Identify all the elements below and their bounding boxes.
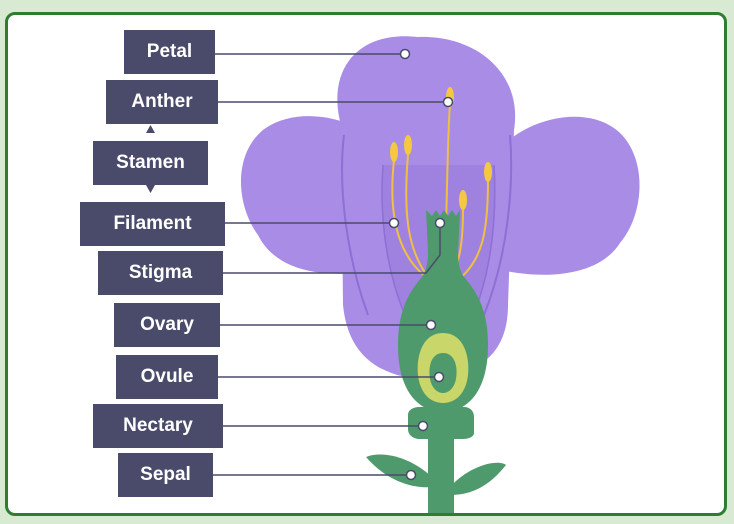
dot-ovule [435, 373, 444, 382]
dot-filament [390, 219, 399, 228]
label-ovule: Ovule [116, 355, 218, 399]
anther-1 [390, 142, 398, 162]
dot-sepal [407, 471, 416, 480]
label-anther: Anther [106, 80, 218, 124]
label-stamen: Stamen [93, 141, 208, 185]
ovule [429, 353, 456, 393]
dot-ovary [427, 321, 436, 330]
anther-5 [459, 190, 467, 210]
label-nectary: Nectary [93, 404, 223, 448]
stamen-arrow-up [146, 125, 155, 133]
label-stigma: Stigma [98, 251, 223, 295]
dot-stigma [436, 219, 445, 228]
diagram-frame: Petal Anther Stamen Filament Stigma Ovar… [5, 12, 727, 516]
label-sepal: Sepal [118, 453, 213, 497]
right-petal [498, 117, 640, 275]
label-filament: Filament [80, 202, 225, 246]
anther-2 [404, 135, 412, 155]
dot-anther [444, 98, 453, 107]
anther-4 [484, 162, 492, 182]
dot-petal [401, 50, 410, 59]
sepal-left [366, 454, 432, 487]
dot-nectary [419, 422, 428, 431]
sepal-right [450, 463, 506, 495]
label-ovary: Ovary [114, 303, 220, 347]
left-petal [241, 116, 388, 274]
label-petal: Petal [124, 30, 215, 74]
stamen-arrow-down [146, 185, 155, 193]
